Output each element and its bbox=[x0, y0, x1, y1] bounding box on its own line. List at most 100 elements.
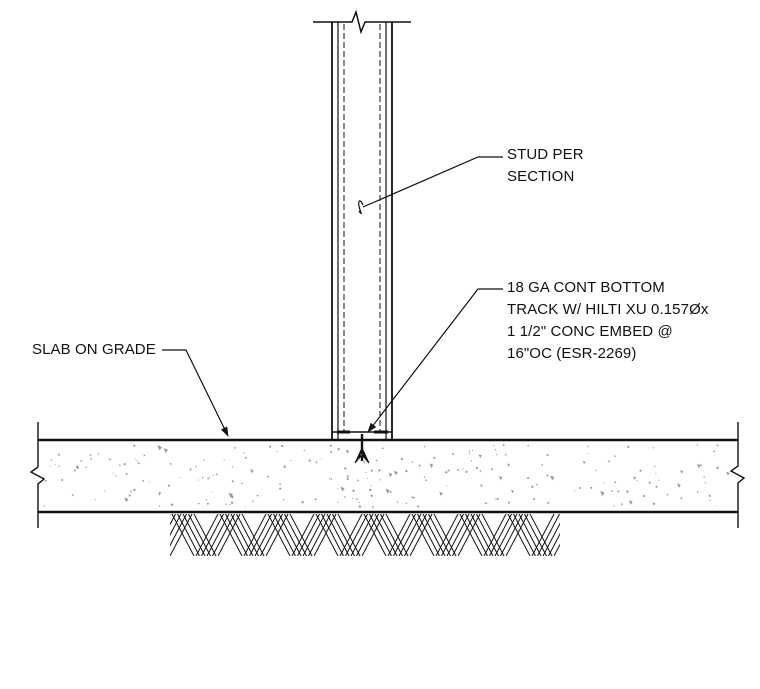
hatch-line bbox=[177, 514, 200, 556]
hatch-line bbox=[313, 514, 337, 556]
stipple-dot bbox=[492, 444, 495, 447]
stipple-dot bbox=[502, 444, 505, 447]
stipple-dot bbox=[389, 490, 392, 494]
slab-note: SLAB ON GRADE bbox=[32, 339, 156, 361]
stipple-aggregate bbox=[128, 494, 131, 498]
stipple-dot bbox=[316, 461, 318, 463]
hatch-line bbox=[170, 514, 176, 526]
stipple-dot bbox=[142, 480, 145, 482]
stipple-dot bbox=[603, 482, 605, 484]
stud-note: STUD PER SECTION bbox=[507, 144, 584, 188]
stipple-dot bbox=[462, 468, 464, 470]
hatch-line bbox=[374, 514, 398, 556]
stipple-dot bbox=[480, 484, 483, 487]
stipple-dot bbox=[197, 479, 199, 481]
hatch-line bbox=[553, 543, 560, 556]
stipple-dot bbox=[85, 466, 87, 468]
stipple-dot bbox=[337, 487, 339, 490]
hatch-line bbox=[291, 514, 315, 556]
stipple-dot bbox=[370, 469, 373, 472]
hatch-line bbox=[171, 514, 195, 556]
hatch-line bbox=[542, 522, 560, 556]
stipple-aggregate bbox=[125, 472, 128, 476]
stipple-dot bbox=[330, 451, 333, 454]
hatch-line bbox=[249, 514, 272, 556]
stipple-dot bbox=[355, 498, 358, 500]
stipple-dot bbox=[358, 502, 360, 504]
track-note-line-2: TRACK W/ HILTI XU 0.157Øx bbox=[507, 301, 709, 318]
stipple-dot bbox=[275, 450, 278, 453]
hatch-line bbox=[398, 514, 422, 556]
stipple-dot bbox=[115, 475, 117, 477]
stipple-dot bbox=[700, 464, 702, 466]
stipple-dot bbox=[330, 478, 332, 480]
stipple-dot bbox=[76, 465, 79, 468]
stipple-aggregate bbox=[396, 501, 399, 504]
stipple-dot bbox=[587, 453, 588, 454]
hatch-line bbox=[465, 514, 488, 556]
stipple-aggregate bbox=[432, 456, 436, 460]
stipple-dot bbox=[533, 498, 536, 501]
hatch-line bbox=[452, 514, 475, 556]
stipple-dot bbox=[158, 493, 161, 496]
stipple-dot bbox=[574, 490, 576, 492]
slab-left-break-line bbox=[29, 422, 46, 528]
stipple-dot bbox=[167, 484, 170, 487]
stipple-dot bbox=[344, 467, 347, 470]
stipple-dot bbox=[54, 463, 56, 465]
hatch-line bbox=[230, 514, 254, 556]
stipple-dot bbox=[211, 491, 213, 493]
stipple-dot bbox=[281, 445, 284, 448]
stipple-dot bbox=[241, 482, 243, 485]
hatch-line bbox=[254, 514, 278, 556]
stipple-dot bbox=[94, 499, 96, 501]
stipple-dot bbox=[713, 455, 716, 457]
hatch-line bbox=[422, 514, 446, 556]
stipple-dot bbox=[351, 498, 353, 500]
stipple-dot bbox=[119, 464, 121, 467]
stipple-dot bbox=[136, 460, 138, 462]
stipple-dot bbox=[465, 470, 468, 473]
stipple-aggregate bbox=[676, 483, 681, 488]
stud-note-line-1: STUD PER bbox=[507, 146, 584, 163]
stipple-dot bbox=[329, 478, 331, 480]
hatch-line bbox=[278, 514, 302, 556]
stipple-aggregate bbox=[230, 494, 234, 500]
stipple-dot bbox=[225, 503, 227, 506]
hatch-line bbox=[361, 514, 385, 556]
stipple-dot bbox=[279, 487, 282, 490]
stipple-dot bbox=[527, 445, 529, 447]
stipple-dot bbox=[446, 485, 448, 487]
stipple-dot bbox=[179, 477, 181, 479]
stipple-dot bbox=[666, 493, 669, 496]
stipple-dot bbox=[303, 449, 305, 452]
hatch-line bbox=[337, 514, 361, 556]
stipple-dot bbox=[642, 495, 646, 498]
stipple-dot bbox=[595, 469, 597, 472]
stipple-aggregate bbox=[358, 504, 362, 509]
hatch-line bbox=[170, 514, 193, 556]
hatch-line bbox=[505, 514, 529, 556]
stipple-dot bbox=[244, 506, 246, 508]
stipple-dot bbox=[231, 480, 234, 483]
stipple-dot bbox=[457, 468, 459, 471]
hatch-line bbox=[507, 514, 531, 556]
stipple-dot bbox=[527, 477, 530, 480]
stipple-dot bbox=[652, 447, 655, 449]
stipple-dot bbox=[546, 453, 549, 456]
slab-on-grade bbox=[29, 422, 746, 528]
hatch-line bbox=[284, 514, 307, 556]
stipple-dot bbox=[370, 494, 373, 497]
stipple-dot bbox=[49, 465, 51, 467]
hatch-line bbox=[470, 514, 494, 556]
stipple-dot bbox=[135, 458, 137, 460]
hatch-line bbox=[315, 514, 339, 556]
stipple-dot bbox=[627, 445, 630, 449]
hatch-line bbox=[500, 514, 523, 556]
stipple-dot bbox=[61, 479, 64, 481]
stipple-dot bbox=[314, 498, 317, 501]
stipple-aggregate bbox=[696, 463, 701, 469]
stipple-dot bbox=[203, 459, 205, 461]
hatch-line bbox=[459, 514, 483, 556]
stipple-aggregate bbox=[439, 491, 443, 497]
